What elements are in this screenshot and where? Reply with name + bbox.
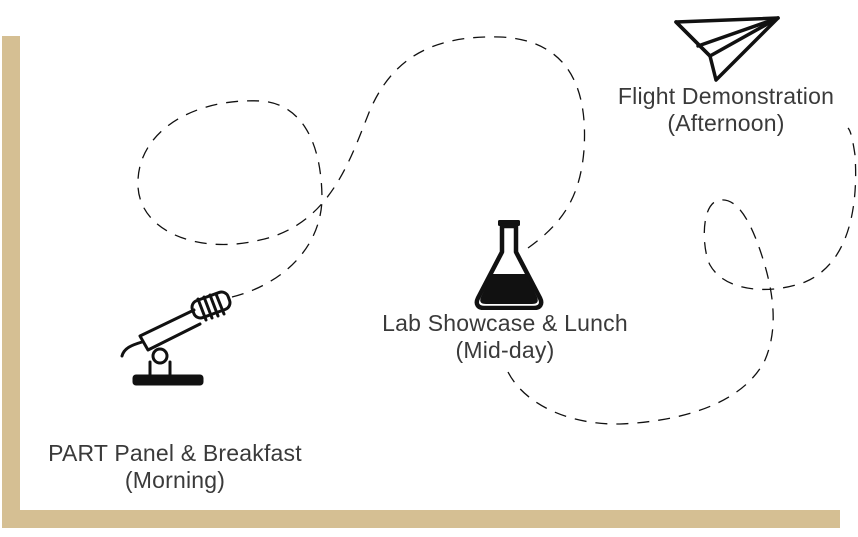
- frame-left-bar: [2, 36, 20, 528]
- frame-bottom-bar: [2, 510, 840, 528]
- paper-plane-icon: [674, 16, 780, 82]
- stop-time: (Afternoon): [667, 110, 785, 136]
- microphone-icon: [120, 290, 232, 386]
- route-path-morning-to-midday: [137, 36, 586, 298]
- flask-icon: [474, 220, 544, 310]
- stop-title: Flight Demonstration: [617, 83, 835, 109]
- stop-label-midday: Lab Showcase & Lunch (Mid-day): [360, 310, 650, 364]
- stop-label-afternoon: Flight Demonstration (Afternoon): [600, 83, 852, 137]
- stop-title: Lab Showcase & Lunch: [382, 310, 628, 336]
- stop-time: (Mid-day): [455, 337, 555, 363]
- route-path-midday-to-afternoon: [507, 127, 857, 425]
- stop-title: PART Panel & Breakfast: [48, 440, 302, 466]
- stop-label-morning: PART Panel & Breakfast (Morning): [30, 440, 320, 494]
- stop-time: (Morning): [124, 467, 226, 493]
